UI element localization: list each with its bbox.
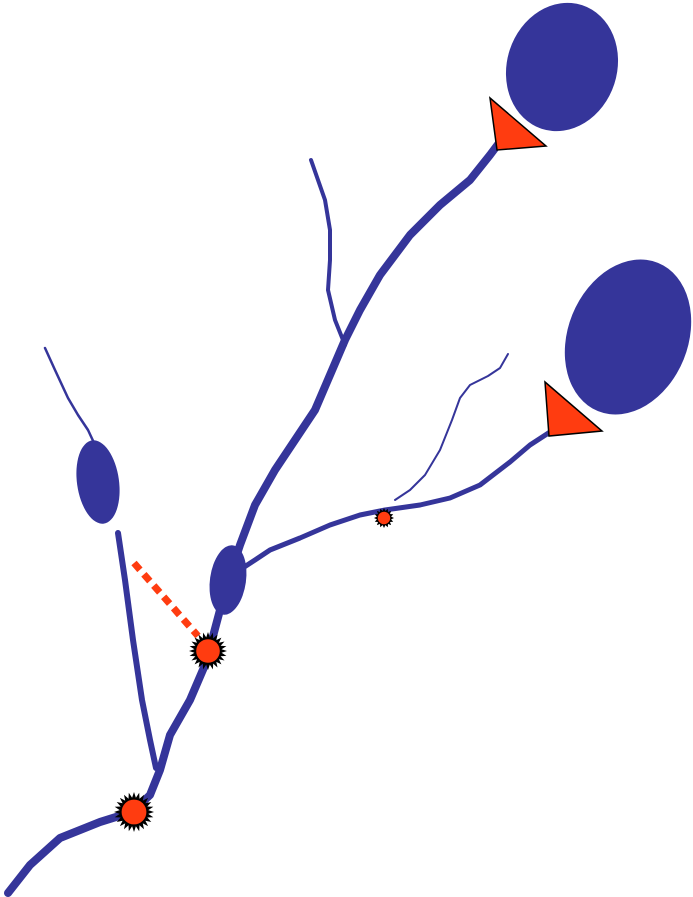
upper-thin-branch — [311, 160, 345, 345]
left-thin-dendrite — [45, 348, 95, 445]
soma-small-center — [205, 543, 250, 617]
dashed-connection — [134, 563, 198, 636]
synapse-bottom-core — [122, 800, 147, 825]
right-branch-dendrite — [232, 432, 550, 575]
main-dendrite-trunk — [8, 135, 505, 893]
synapse-center — [189, 632, 227, 670]
synapse-right-small — [374, 508, 394, 528]
synapse-right-small-core — [378, 512, 390, 524]
soma-left — [71, 437, 124, 526]
synapse-center-core — [196, 639, 220, 663]
synapse-bottom — [114, 792, 154, 832]
